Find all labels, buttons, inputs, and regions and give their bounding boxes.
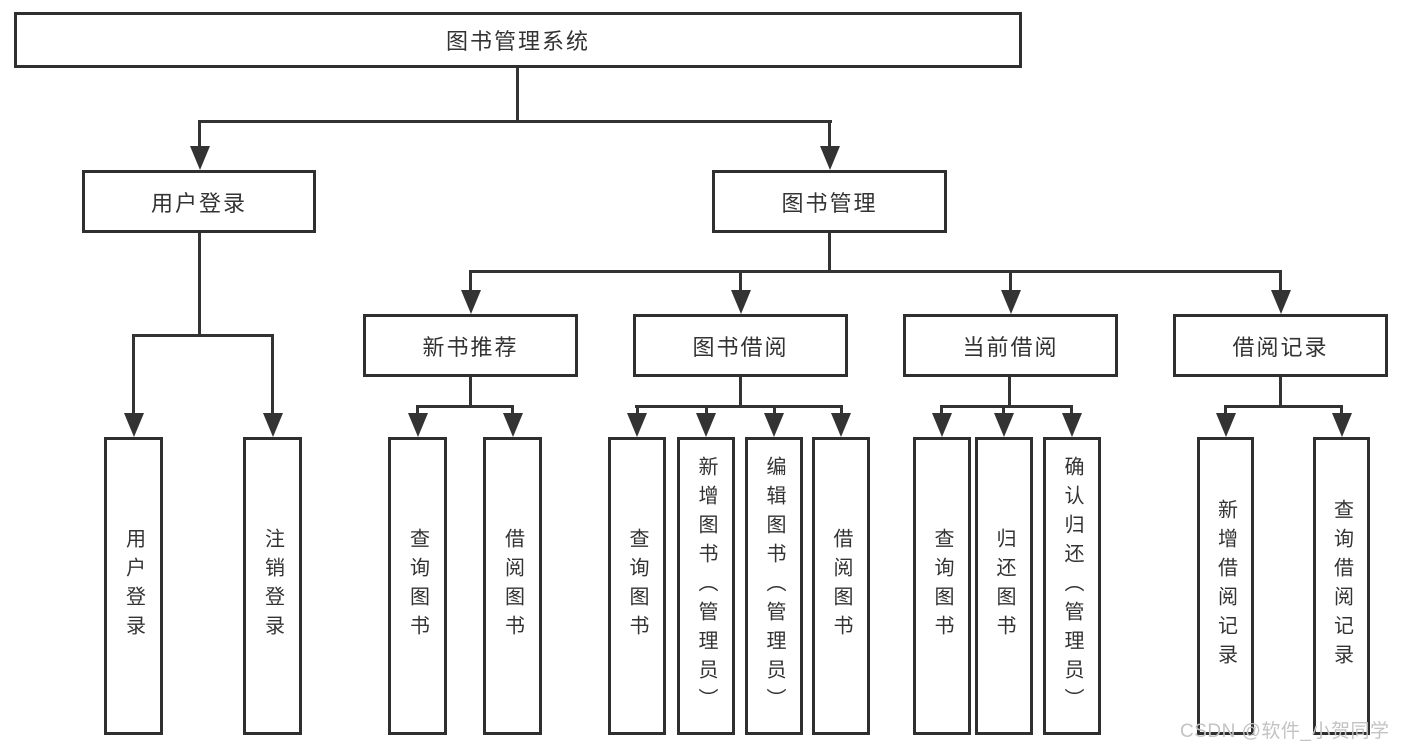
- connector-borrowrecord-drop-2: [1340, 405, 1343, 415]
- arrowhead-borrowrecord-leaf-2: [1332, 413, 1352, 437]
- connector-root-stem: [516, 68, 519, 121]
- arrowhead-currentborrow-leaf-2: [994, 413, 1014, 437]
- arrowhead-borrowrecord-leaf-1: [1216, 413, 1236, 437]
- node-book-management: 图书管理: [712, 170, 947, 233]
- arrowhead-currentborrow-leaf-3: [1062, 413, 1082, 437]
- node-new-book-label: 新书推荐: [422, 334, 519, 360]
- leaf-bookborrow-add: 新增图书（管理员）: [677, 437, 735, 735]
- leaf-newbook-borrow: 借阅图书: [483, 437, 542, 735]
- leaf-record-add: 新增借阅记录: [1197, 437, 1254, 735]
- connector-borrowrecord-drop-1: [1224, 405, 1227, 415]
- leaf-currentborrow-return: 归还图书: [975, 437, 1033, 735]
- arrowhead-user-login: [190, 146, 210, 170]
- leaf-bookborrow-borrow: 借阅图书: [812, 437, 870, 735]
- connector-newbook-rail: [416, 405, 514, 408]
- node-current-borrow-label: 当前借阅: [962, 334, 1059, 360]
- arrowhead-leaf-logout: [263, 413, 283, 437]
- connector-currentborrow-drop-2: [1002, 405, 1005, 415]
- connector-bookmgmt-drop-1: [469, 270, 472, 292]
- arrowhead-currentborrow-leaf-1: [932, 413, 952, 437]
- node-new-book: 新书推荐: [363, 314, 578, 377]
- leaf-bookborrow-add-label: 新增图书（管理员）: [695, 455, 717, 717]
- connector-bookmgmt-drop-2: [739, 270, 742, 292]
- connector-userlogin-rail: [132, 334, 274, 337]
- leaf-newbook-borrow-label: 借阅图书: [501, 528, 524, 644]
- connector-currentborrow-drop-1: [940, 405, 943, 415]
- leaf-record-query-label: 查询借阅记录: [1330, 499, 1353, 673]
- connector-root-drop-right: [828, 120, 831, 147]
- connector-newbook-stem: [469, 377, 472, 408]
- connector-newbook-drop-2: [511, 405, 514, 415]
- leaf-bookborrow-edit-label: 编辑图书（管理员）: [763, 455, 785, 717]
- node-root: 图书管理系统: [14, 12, 1022, 68]
- arrowhead-bookborrow-leaf-2: [696, 413, 716, 437]
- arrowhead-borrow-record: [1271, 290, 1291, 314]
- arrowhead-new-book: [461, 290, 481, 314]
- node-borrow-record: 借阅记录: [1173, 314, 1388, 377]
- connector-root-drop-left: [198, 120, 201, 147]
- leaf-record-query: 查询借阅记录: [1313, 437, 1370, 735]
- arrowhead-newbook-leaf-1: [408, 413, 428, 437]
- connector-bookborrow-stem: [739, 377, 742, 408]
- arrowhead-current-borrow: [1001, 290, 1021, 314]
- leaf-logout: 注销登录: [243, 437, 302, 735]
- arrowhead-bookborrow-leaf-4: [831, 413, 851, 437]
- leaf-user-login-label: 用户登录: [122, 528, 145, 644]
- connector-bookmgmt-stem: [828, 233, 831, 272]
- connector-root-rail: [198, 120, 832, 123]
- arrowhead-bookborrow-leaf-1: [627, 413, 647, 437]
- connector-currentborrow-drop-3: [1070, 405, 1073, 415]
- connector-borrowrecord-stem: [1279, 377, 1282, 408]
- csdn-watermark: CSDN @软件_小贺同学: [1180, 721, 1390, 742]
- leaf-newbook-query: 查询图书: [388, 437, 447, 735]
- leaf-bookborrow-query-label: 查询图书: [626, 528, 648, 644]
- connector-bookborrow-drop-3: [773, 405, 776, 415]
- leaf-record-add-label: 新增借阅记录: [1214, 499, 1237, 673]
- connector-borrowrecord-rail: [1224, 405, 1342, 408]
- leaf-user-login: 用户登录: [104, 437, 163, 735]
- leaf-currentborrow-query-label: 查询图书: [931, 528, 953, 644]
- leaf-bookborrow-query: 查询图书: [608, 437, 666, 735]
- arrowhead-leaf-user-login: [124, 413, 144, 437]
- connector-currentborrow-rail: [940, 405, 1073, 408]
- leaf-currentborrow-confirm: 确认归还（管理员）: [1043, 437, 1101, 735]
- connector-bookborrow-drop-2: [705, 405, 708, 415]
- leaf-logout-label: 注销登录: [261, 528, 284, 644]
- leaf-newbook-query-label: 查询图书: [406, 528, 429, 644]
- node-user-login-label: 用户登录: [150, 190, 247, 216]
- leaf-currentborrow-confirm-label: 确认归还（管理员）: [1061, 455, 1083, 717]
- leaf-bookborrow-edit: 编辑图书（管理员）: [745, 437, 803, 735]
- arrowhead-newbook-leaf-2: [503, 413, 523, 437]
- connector-currentborrow-stem: [1008, 377, 1011, 408]
- arrowhead-bookborrow-leaf-3: [764, 413, 784, 437]
- connector-bookmgmt-drop-3: [1009, 270, 1012, 292]
- node-book-borrow-label: 图书借阅: [692, 334, 789, 360]
- connector-userlogin-stem: [198, 233, 201, 336]
- connector-bookborrow-rail: [635, 405, 842, 408]
- leaf-currentborrow-return-label: 归还图书: [993, 528, 1015, 644]
- node-root-label: 图书管理系统: [445, 29, 590, 54]
- node-current-borrow: 当前借阅: [903, 314, 1118, 377]
- connector-newbook-drop-1: [416, 405, 419, 415]
- node-borrow-record-label: 借阅记录: [1232, 334, 1329, 360]
- arrowhead-book-borrow: [731, 290, 751, 314]
- node-book-borrow: 图书借阅: [633, 314, 848, 377]
- leaf-bookborrow-borrow-label: 借阅图书: [830, 528, 852, 644]
- connector-bookmgmt-rail: [469, 270, 1281, 273]
- leaf-currentborrow-query: 查询图书: [913, 437, 971, 735]
- connector-bookmgmt-drop-4: [1279, 270, 1282, 292]
- connector-bookborrow-drop-1: [636, 405, 639, 415]
- node-user-login: 用户登录: [82, 170, 316, 233]
- connector-bookborrow-drop-4: [840, 405, 843, 415]
- connector-userlogin-drop-2: [271, 334, 274, 413]
- node-book-management-label: 图书管理: [781, 190, 878, 216]
- arrowhead-book-management: [820, 146, 840, 170]
- connector-userlogin-drop-1: [132, 334, 135, 413]
